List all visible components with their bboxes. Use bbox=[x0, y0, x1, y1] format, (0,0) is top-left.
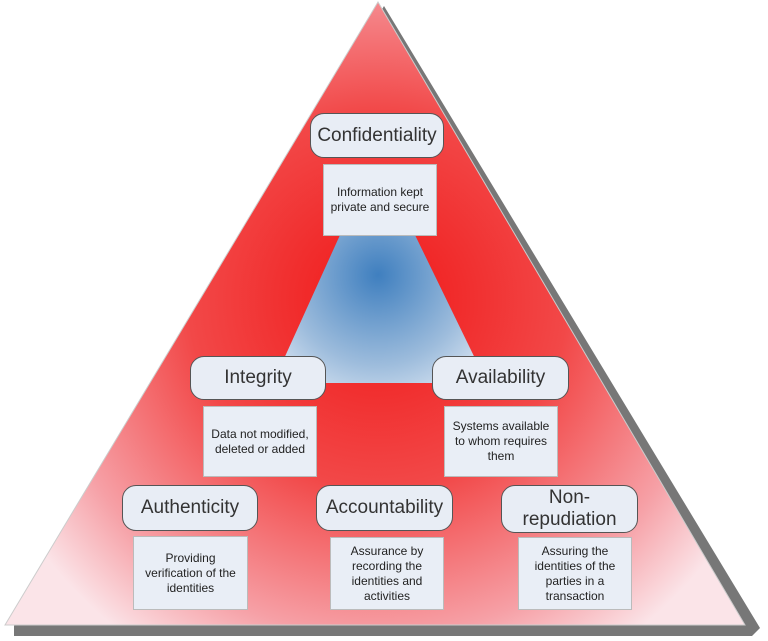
integrity-description: Data not modified, deleted or added bbox=[203, 406, 317, 477]
authenticity-description: Providing verification of the identities bbox=[133, 536, 248, 610]
confidentiality-title: Confidentiality bbox=[310, 113, 444, 158]
accountability-title: Accountability bbox=[316, 485, 453, 531]
inner-triangle bbox=[273, 235, 487, 383]
confidentiality-description: Information kept private and secure bbox=[323, 164, 437, 236]
authenticity-title: Authenticity bbox=[122, 485, 258, 531]
availability-title: Availability bbox=[432, 356, 569, 400]
accountability-description: Assurance by recording the identities an… bbox=[330, 537, 444, 610]
non-repudiation-description: Assuring the identities of the parties i… bbox=[518, 537, 632, 610]
availability-description: Systems available to whom requires them bbox=[444, 406, 558, 477]
non-repudiation-title: Non-repudiation bbox=[501, 485, 638, 533]
integrity-title: Integrity bbox=[190, 356, 326, 400]
